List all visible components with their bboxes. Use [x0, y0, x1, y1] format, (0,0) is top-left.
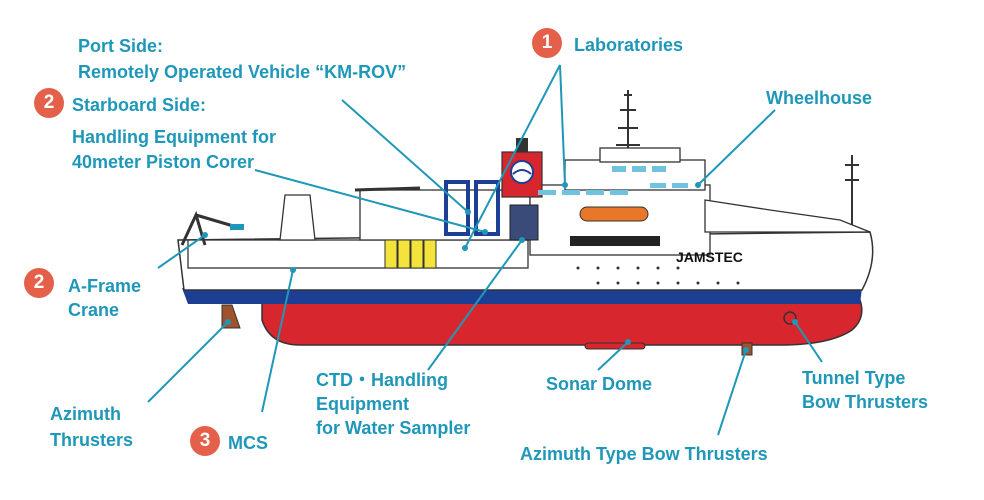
crane-frame-1 — [444, 180, 470, 236]
hull-name: JAMSTEC — [676, 249, 743, 265]
aframe-label-1: A-Frame — [68, 276, 142, 296]
starboard-desc-2: 40meter Piston Corer — [72, 152, 255, 172]
window-rows — [538, 166, 688, 195]
port-side-desc: Remotely Operated Vehicle “KM-ROV” — [78, 62, 407, 82]
azimuth-thrusters-label-1: Azimuth — [50, 404, 121, 424]
yellow-containers — [384, 239, 437, 269]
laboratories-label: Laboratories — [574, 35, 684, 55]
hull-lower — [261, 299, 863, 346]
badge-mcs: 3 — [190, 426, 220, 456]
ctd-label-2: Equipment — [316, 394, 409, 414]
port-side-title: Port Side: — [78, 36, 164, 56]
aframe-label-2: Crane — [68, 300, 120, 320]
leader-lines — [147, 64, 823, 436]
handling-equipment — [509, 204, 539, 241]
bridge-top — [599, 147, 681, 163]
badge-aframe: 2 — [24, 268, 54, 298]
mcs-label: MCS — [228, 433, 268, 453]
wheelhouse-label: Wheelhouse — [766, 88, 873, 108]
ctd-label-1: CTD・Handling — [316, 370, 448, 390]
azimuth-bow-thrusters-label: Azimuth Type Bow Thrusters — [520, 444, 768, 464]
hull-stripe — [182, 288, 862, 304]
ctd-label-3: for Water Sampler — [316, 418, 471, 438]
sonar-dome-label: Sonar Dome — [546, 374, 653, 394]
lifeboat — [579, 206, 649, 222]
funnel-logo — [510, 160, 534, 184]
starboard-title: Starboard Side: — [72, 95, 207, 115]
lifeboat-davit — [570, 236, 660, 246]
portholes — [576, 266, 740, 285]
crane-jib — [354, 186, 421, 192]
sonar-dome — [584, 342, 646, 350]
azimuth-thrusters-label-2: Thrusters — [50, 430, 134, 450]
tunnel-thruster — [783, 311, 797, 325]
aft-deckhouse — [187, 239, 529, 269]
starboard-desc-1: Handling Equipment for — [72, 127, 276, 147]
forward-deck — [704, 199, 871, 233]
leader-dots — [202, 182, 798, 353]
tunnel-thruster-label-2: Bow Thrusters — [802, 392, 929, 412]
badge-laboratories: 1 — [532, 28, 562, 58]
aft-crane — [279, 194, 316, 241]
tunnel-thruster-label-1: Tunnel Type — [802, 368, 906, 388]
bow-mast — [845, 155, 859, 230]
badge-starboard: 2 — [34, 88, 64, 118]
